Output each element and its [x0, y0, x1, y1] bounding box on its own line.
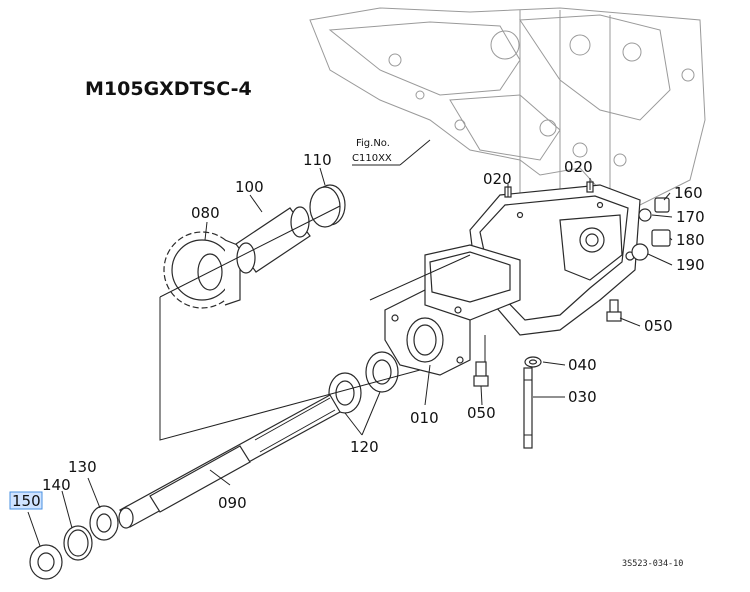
part-160-plug — [654, 197, 670, 213]
part-050-bolt-b — [606, 299, 622, 322]
part-120-bearing-b — [365, 351, 399, 393]
callout-050-a[interactable]: 050 — [467, 404, 496, 422]
callout-180[interactable]: 180 — [676, 231, 705, 249]
callout-030[interactable]: 030 — [568, 388, 597, 406]
fig-ref-line2: C110XX — [352, 153, 392, 164]
callout-050-b[interactable]: 050 — [644, 317, 673, 335]
callout-100[interactable]: 100 — [235, 178, 264, 196]
callout-120[interactable]: 120 — [350, 438, 379, 456]
assembly-frame-mid — [369, 254, 471, 301]
callout-080[interactable]: 080 — [191, 204, 220, 222]
part-190-washer — [631, 243, 649, 261]
fig-ref-line1: Fig.No. — [356, 138, 390, 149]
callout-020-a[interactable]: 020 — [483, 170, 512, 188]
part-010-flange-housing — [384, 244, 521, 376]
model-title: M105GXDTSC-4 — [85, 78, 252, 100]
part-050-bolt-a — [473, 361, 489, 387]
callout-110[interactable]: 110 — [303, 151, 332, 169]
part-080-gear — [163, 231, 241, 309]
assembly-frame-top — [159, 205, 341, 298]
part-150-oil-seal — [29, 544, 63, 580]
callout-170[interactable]: 170 — [676, 208, 705, 226]
part-030-stud-bolt — [523, 367, 533, 449]
callout-160[interactable]: 160 — [674, 184, 703, 202]
part-040-washer — [524, 356, 542, 368]
leader-lines — [27, 167, 673, 547]
transmission-housing-outline — [309, 7, 706, 240]
callout-130[interactable]: 130 — [68, 458, 97, 476]
callout-020-b[interactable]: 020 — [564, 158, 593, 176]
callout-150[interactable]: 150 — [12, 492, 41, 510]
callout-190[interactable]: 190 — [676, 256, 705, 274]
part-130-bearing — [89, 505, 119, 541]
assembly-frame-left — [159, 297, 421, 441]
part-090-shaft — [118, 394, 341, 529]
part-170-washer — [638, 208, 652, 222]
callout-140[interactable]: 140 — [42, 476, 71, 494]
callout-040[interactable]: 040 — [568, 356, 597, 374]
part-180-plug — [651, 229, 671, 247]
drawing-code: 3S523-034-10 — [622, 559, 683, 569]
callout-090[interactable]: 090 — [218, 494, 247, 512]
callout-010[interactable]: 010 — [410, 409, 439, 427]
callout-150-highlight — [9, 491, 43, 510]
part-140-snap-ring — [63, 525, 93, 561]
